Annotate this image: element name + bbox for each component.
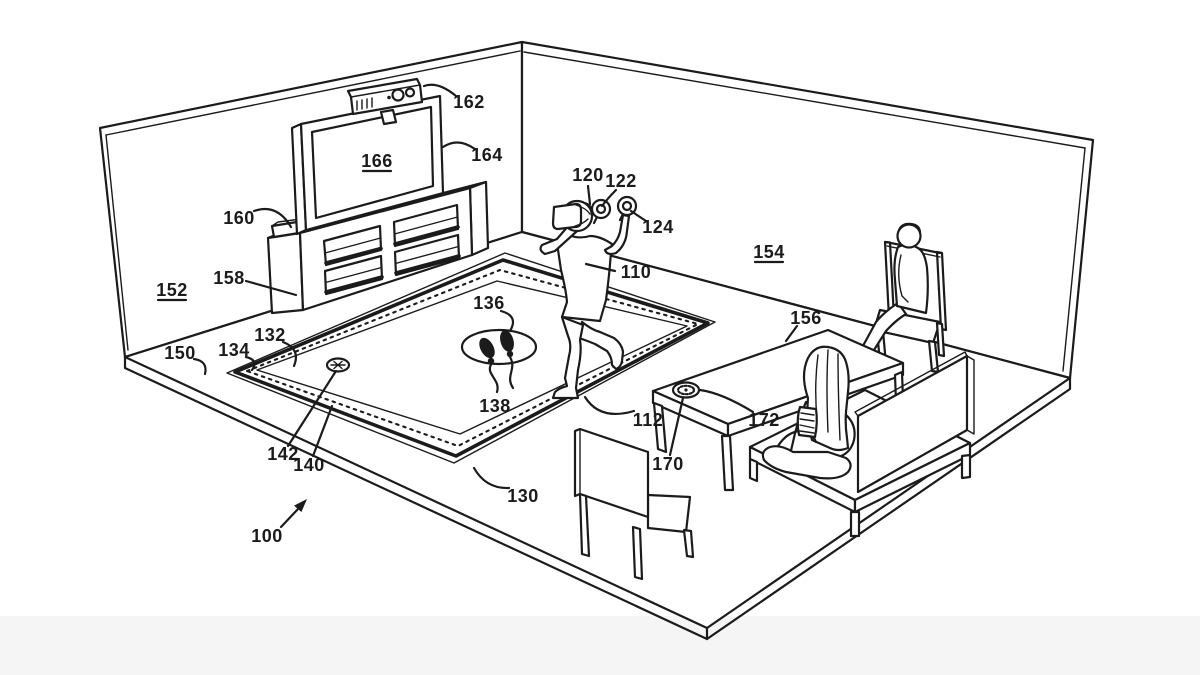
couch-person — [761, 345, 856, 480]
leader-lines — [192, 83, 799, 490]
ref-label-142: 142 — [267, 444, 299, 464]
ref-label-122: 122 — [605, 171, 637, 191]
foot-position-oval — [460, 328, 538, 394]
ref-label-124: 124 — [642, 217, 674, 237]
ref-label-120: 120 — [572, 165, 604, 185]
ref-label-172: 172 — [748, 410, 780, 430]
ref-label-100: 100 — [251, 526, 283, 546]
ref-label-156: 156 — [790, 308, 822, 328]
ref-label-134: 134 — [218, 340, 250, 360]
stand-shelf-openings — [322, 203, 461, 296]
ref-label-150: 150 — [164, 343, 196, 363]
ref-label-160: 160 — [223, 208, 255, 228]
ref-label-164: 164 — [471, 145, 503, 165]
ref-label-132: 132 — [254, 325, 286, 345]
ref-label-162: 162 — [453, 92, 485, 112]
bottom-band — [0, 616, 1200, 675]
play-mat — [226, 252, 716, 464]
tv — [290, 94, 445, 236]
reference-labels: 100 110 112 120 122 124 130 132 134 136 … — [156, 92, 822, 546]
left-leg — [551, 315, 585, 400]
ref-label-138: 138 — [479, 396, 511, 416]
mat-marker — [325, 357, 351, 373]
ref-label-136: 136 — [473, 293, 505, 313]
empty-chair — [573, 427, 695, 581]
sensor-bar — [346, 77, 424, 126]
ref-label-166: 166 — [361, 151, 393, 171]
ref-label-112: 112 — [633, 410, 664, 430]
ref-label-152: 152 — [156, 280, 188, 300]
ref-label-154: 154 — [753, 242, 785, 262]
ref-label-140: 140 — [293, 455, 325, 475]
ref-label-130: 130 — [507, 486, 539, 506]
left-controller — [590, 198, 612, 225]
label-underlines — [156, 169, 785, 302]
right-leg — [577, 320, 625, 371]
table-marker-dish — [671, 381, 701, 399]
ref-label-158: 158 — [213, 268, 245, 288]
footprints — [479, 330, 514, 365]
ref-label-110: 110 — [621, 262, 652, 282]
reference-arrow — [279, 499, 307, 529]
right-arm — [603, 213, 631, 256]
standing-player — [539, 195, 638, 400]
vr-headset — [551, 202, 591, 231]
ref-label-170: 170 — [652, 454, 684, 474]
